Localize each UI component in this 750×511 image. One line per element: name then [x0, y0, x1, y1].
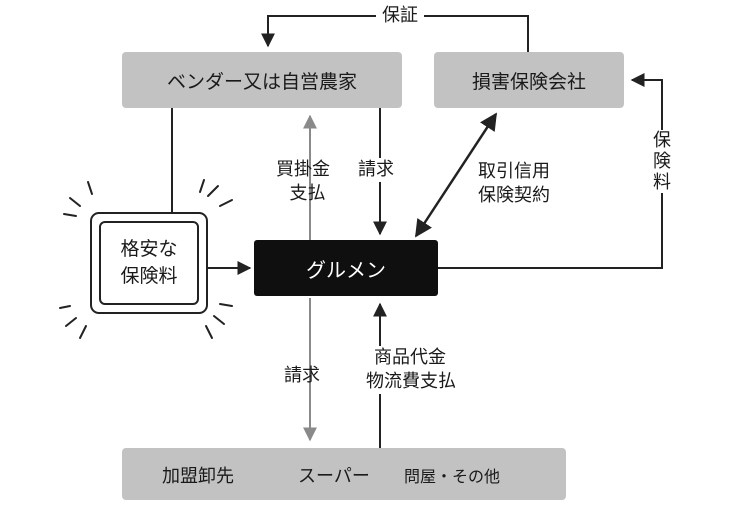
- payable-payment-label: 買掛金 支払: [276, 158, 330, 206]
- insurer-box: 損害保険会社: [434, 52, 624, 108]
- insurer-label: 損害保険会社: [471, 70, 586, 93]
- premium-label: 保 険 料: [651, 130, 673, 193]
- cheap-insurance-line1: 格安な: [120, 238, 178, 260]
- invoice-top-label: 請求: [358, 158, 394, 182]
- gurumen-box: グルメン: [254, 240, 438, 296]
- payable-payment-line1: 買掛金: [276, 159, 330, 180]
- goods-payment-line2: 物流費支払: [366, 371, 456, 392]
- premium-char2: 険: [653, 151, 671, 172]
- sparkle-decoration: [59, 179, 233, 339]
- cheap-insurance-inner: 格安な 保険料: [99, 221, 199, 305]
- credit-insurance-line2: 保険契約: [478, 185, 550, 206]
- credit-insurance-arrow: [414, 112, 498, 238]
- cheap-insurance-line2: 保険料: [120, 265, 178, 287]
- supermarket-label: スーパー: [298, 466, 370, 487]
- vendor-label: ベンダー又は自営農家: [166, 70, 357, 93]
- credit-insurance-line1: 取引信用: [478, 161, 550, 182]
- franchise-label: 加盟卸先: [162, 466, 234, 487]
- vendor-box: ベンダー又は自営農家: [122, 52, 402, 108]
- premium-char1: 保: [653, 130, 671, 151]
- invoice-bottom-label: 請求: [284, 365, 320, 386]
- guarantee-label: 保証: [376, 4, 424, 28]
- premium-char3: 料: [653, 172, 671, 193]
- credit-insurance-label: 取引信用 保険契約: [478, 160, 550, 208]
- cheap-insurance-box: 格安な 保険料: [90, 212, 208, 314]
- customers-bar: 加盟卸先 スーパー 問屋・その他: [122, 448, 566, 500]
- goods-payment-label: 商品代金 物流費支払: [366, 346, 456, 394]
- payable-payment-line2: 支払: [289, 183, 326, 204]
- wholesale-label: 問屋・その他: [404, 467, 501, 486]
- gurumen-label: グルメン: [306, 257, 386, 282]
- premium-arrow: [438, 73, 663, 269]
- goods-payment-line1: 商品代金: [374, 347, 446, 368]
